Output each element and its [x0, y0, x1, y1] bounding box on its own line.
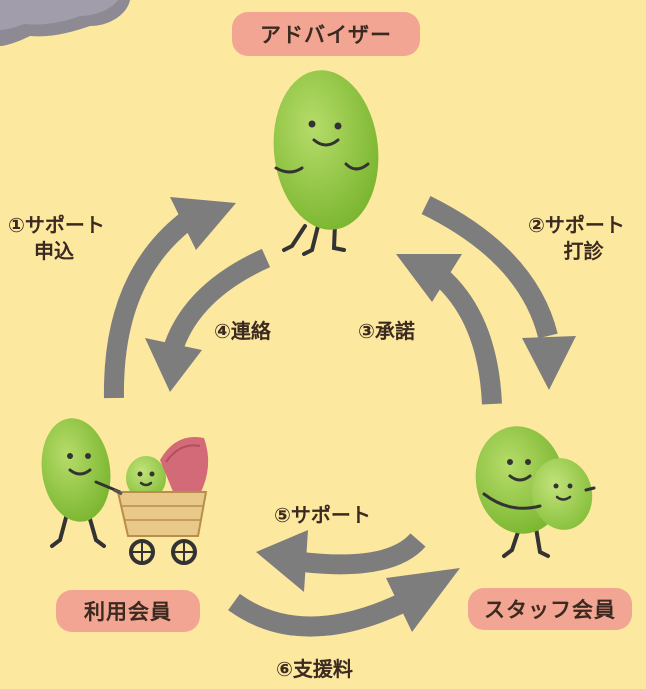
staff-node-label: スタッフ会員 — [468, 588, 632, 630]
arrow-step1-request — [103, 197, 236, 399]
arrow-step5-support — [256, 530, 426, 592]
step2-label-line2: 打診 — [563, 239, 604, 263]
arrow-step4-contact — [145, 248, 271, 392]
step1-label-line1: ①サポート — [8, 213, 105, 237]
user-character-illustration — [41, 418, 209, 565]
user-node-label: 利用会員 — [56, 590, 200, 632]
arrow-step3-accept — [396, 254, 502, 405]
staff-character-illustration — [475, 426, 596, 558]
cloud-decoration — [0, 0, 130, 46]
step1-label-line2: 申込 — [34, 239, 74, 263]
step6-label: ⑥支援料 — [276, 657, 353, 681]
arrow-step2-sounding — [421, 196, 576, 390]
arrow-step6-fee — [228, 568, 460, 637]
step2-label-line1: ②サポート — [528, 213, 625, 237]
step4-label: ④連絡 — [214, 319, 271, 343]
step2-label: ②サポート 打診 — [528, 212, 625, 264]
step5-label: ⑤サポート — [274, 503, 371, 527]
advisor-character-illustration — [273, 70, 379, 256]
step3-label: ③承諾 — [358, 319, 415, 343]
step1-label: ①サポート 申込 — [8, 212, 105, 264]
advisor-node-label: アドバイザー — [232, 12, 420, 56]
